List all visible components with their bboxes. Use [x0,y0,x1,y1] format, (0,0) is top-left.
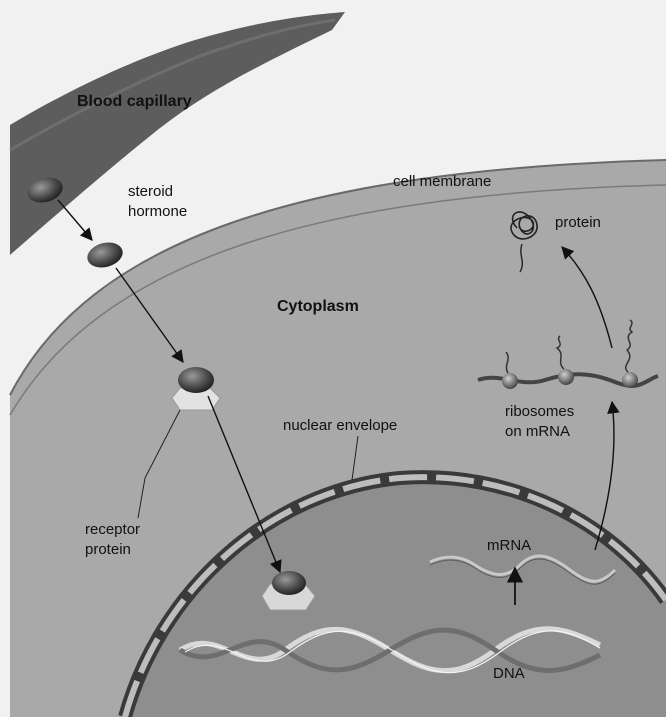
steroid-hormone-label-line1: steroid [128,182,173,201]
protein-label: protein [555,213,601,232]
dna-label: DNA [493,664,525,683]
nuclear-envelope-label: nuclear envelope [283,416,397,435]
blood-capillary-label: Blood capillary [77,92,192,111]
cytoplasm-label: Cytoplasm [277,297,359,316]
hormone-receptor-complex [272,571,306,595]
ribosome-3 [622,372,638,388]
steroid-hormone-label-line2: hormone [128,202,187,221]
mrna-label: mRNA [487,536,531,555]
ribosomes-label-line2: on mRNA [505,422,570,441]
receptor-protein-label-line2: protein [85,540,131,559]
ribosome-2 [558,369,574,385]
hormone-bound-receptor [178,367,214,393]
receptor-protein-label-line1: receptor [85,520,140,539]
ribosomes-label-line1: ribosomes [505,402,574,421]
ribosome-1 [502,373,518,389]
cell-membrane-label: cell membrane [393,172,491,191]
